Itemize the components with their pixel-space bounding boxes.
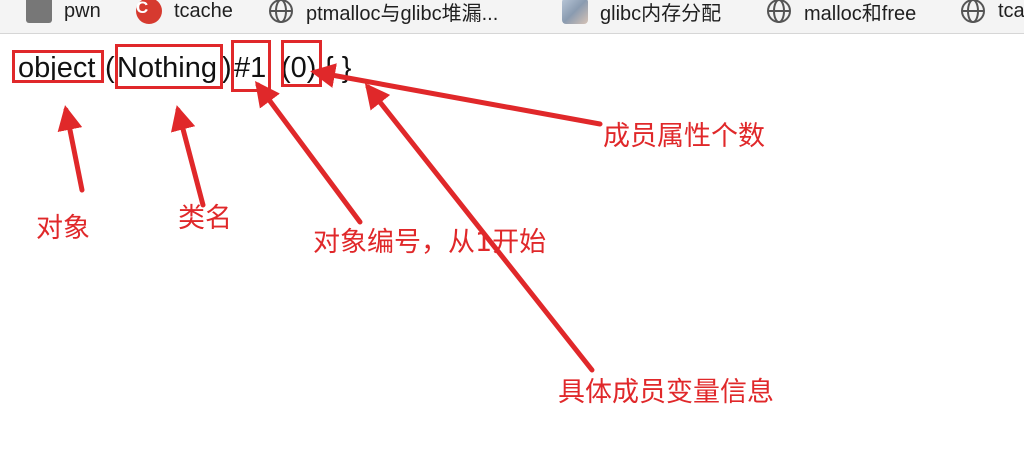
highlight-box-object [12,50,104,83]
arrow-to-class-name [171,105,206,208]
bookmark-label: tcache [174,0,233,22]
highlight-box-class-name [115,44,223,89]
thumbnail-icon [562,0,588,24]
annotation-object-id: 对象编号，从1开始 [313,227,547,258]
folder-icon [26,0,52,23]
globe-icon [766,0,792,24]
arrow-to-prop-count [310,63,603,127]
annotation-class-name: 类名 [178,203,232,234]
token-object: object [18,52,96,84]
bookmark-label: glibc内存分配 [600,2,722,25]
bookmarks-bar: pwn C tcache ptmalloc与glibc堆漏... glibc内存… [0,0,1024,34]
token-close-paren: ) [222,52,232,84]
token-class-name: Nothing [117,52,217,84]
bookmark-tca[interactable]: tca [960,0,1024,24]
globe-icon [268,0,294,24]
bookmark-tcache[interactable]: C tcache [136,0,233,24]
globe-icon [960,0,986,24]
csdn-icon: C [136,0,162,24]
highlight-box-object-id [231,40,271,92]
arrow-to-members [364,83,595,373]
bookmark-label: pwn [64,0,101,22]
bookmark-pwn[interactable]: pwn [26,0,101,23]
arrow-to-object-id [255,80,363,225]
bookmark-glibc[interactable]: glibc内存分配 [562,0,721,25]
bookmark-label: malloc和free [804,2,917,25]
annotation-object: 对象 [36,213,90,244]
token-open-paren: ( [105,52,115,84]
arrow-to-object [57,105,85,193]
bookmark-ptmalloc[interactable]: ptmalloc与glibc堆漏... [268,0,498,25]
token-object-id: #1 [234,52,267,84]
annotation-members: 具体成员变量信息 [558,377,774,408]
annotation-prop-count: 成员属性个数 [603,121,765,152]
bookmark-label: tca [998,0,1024,22]
bookmark-label: ptmalloc与glibc堆漏... [306,2,499,25]
bookmark-malloc-free[interactable]: malloc和free [766,0,916,25]
